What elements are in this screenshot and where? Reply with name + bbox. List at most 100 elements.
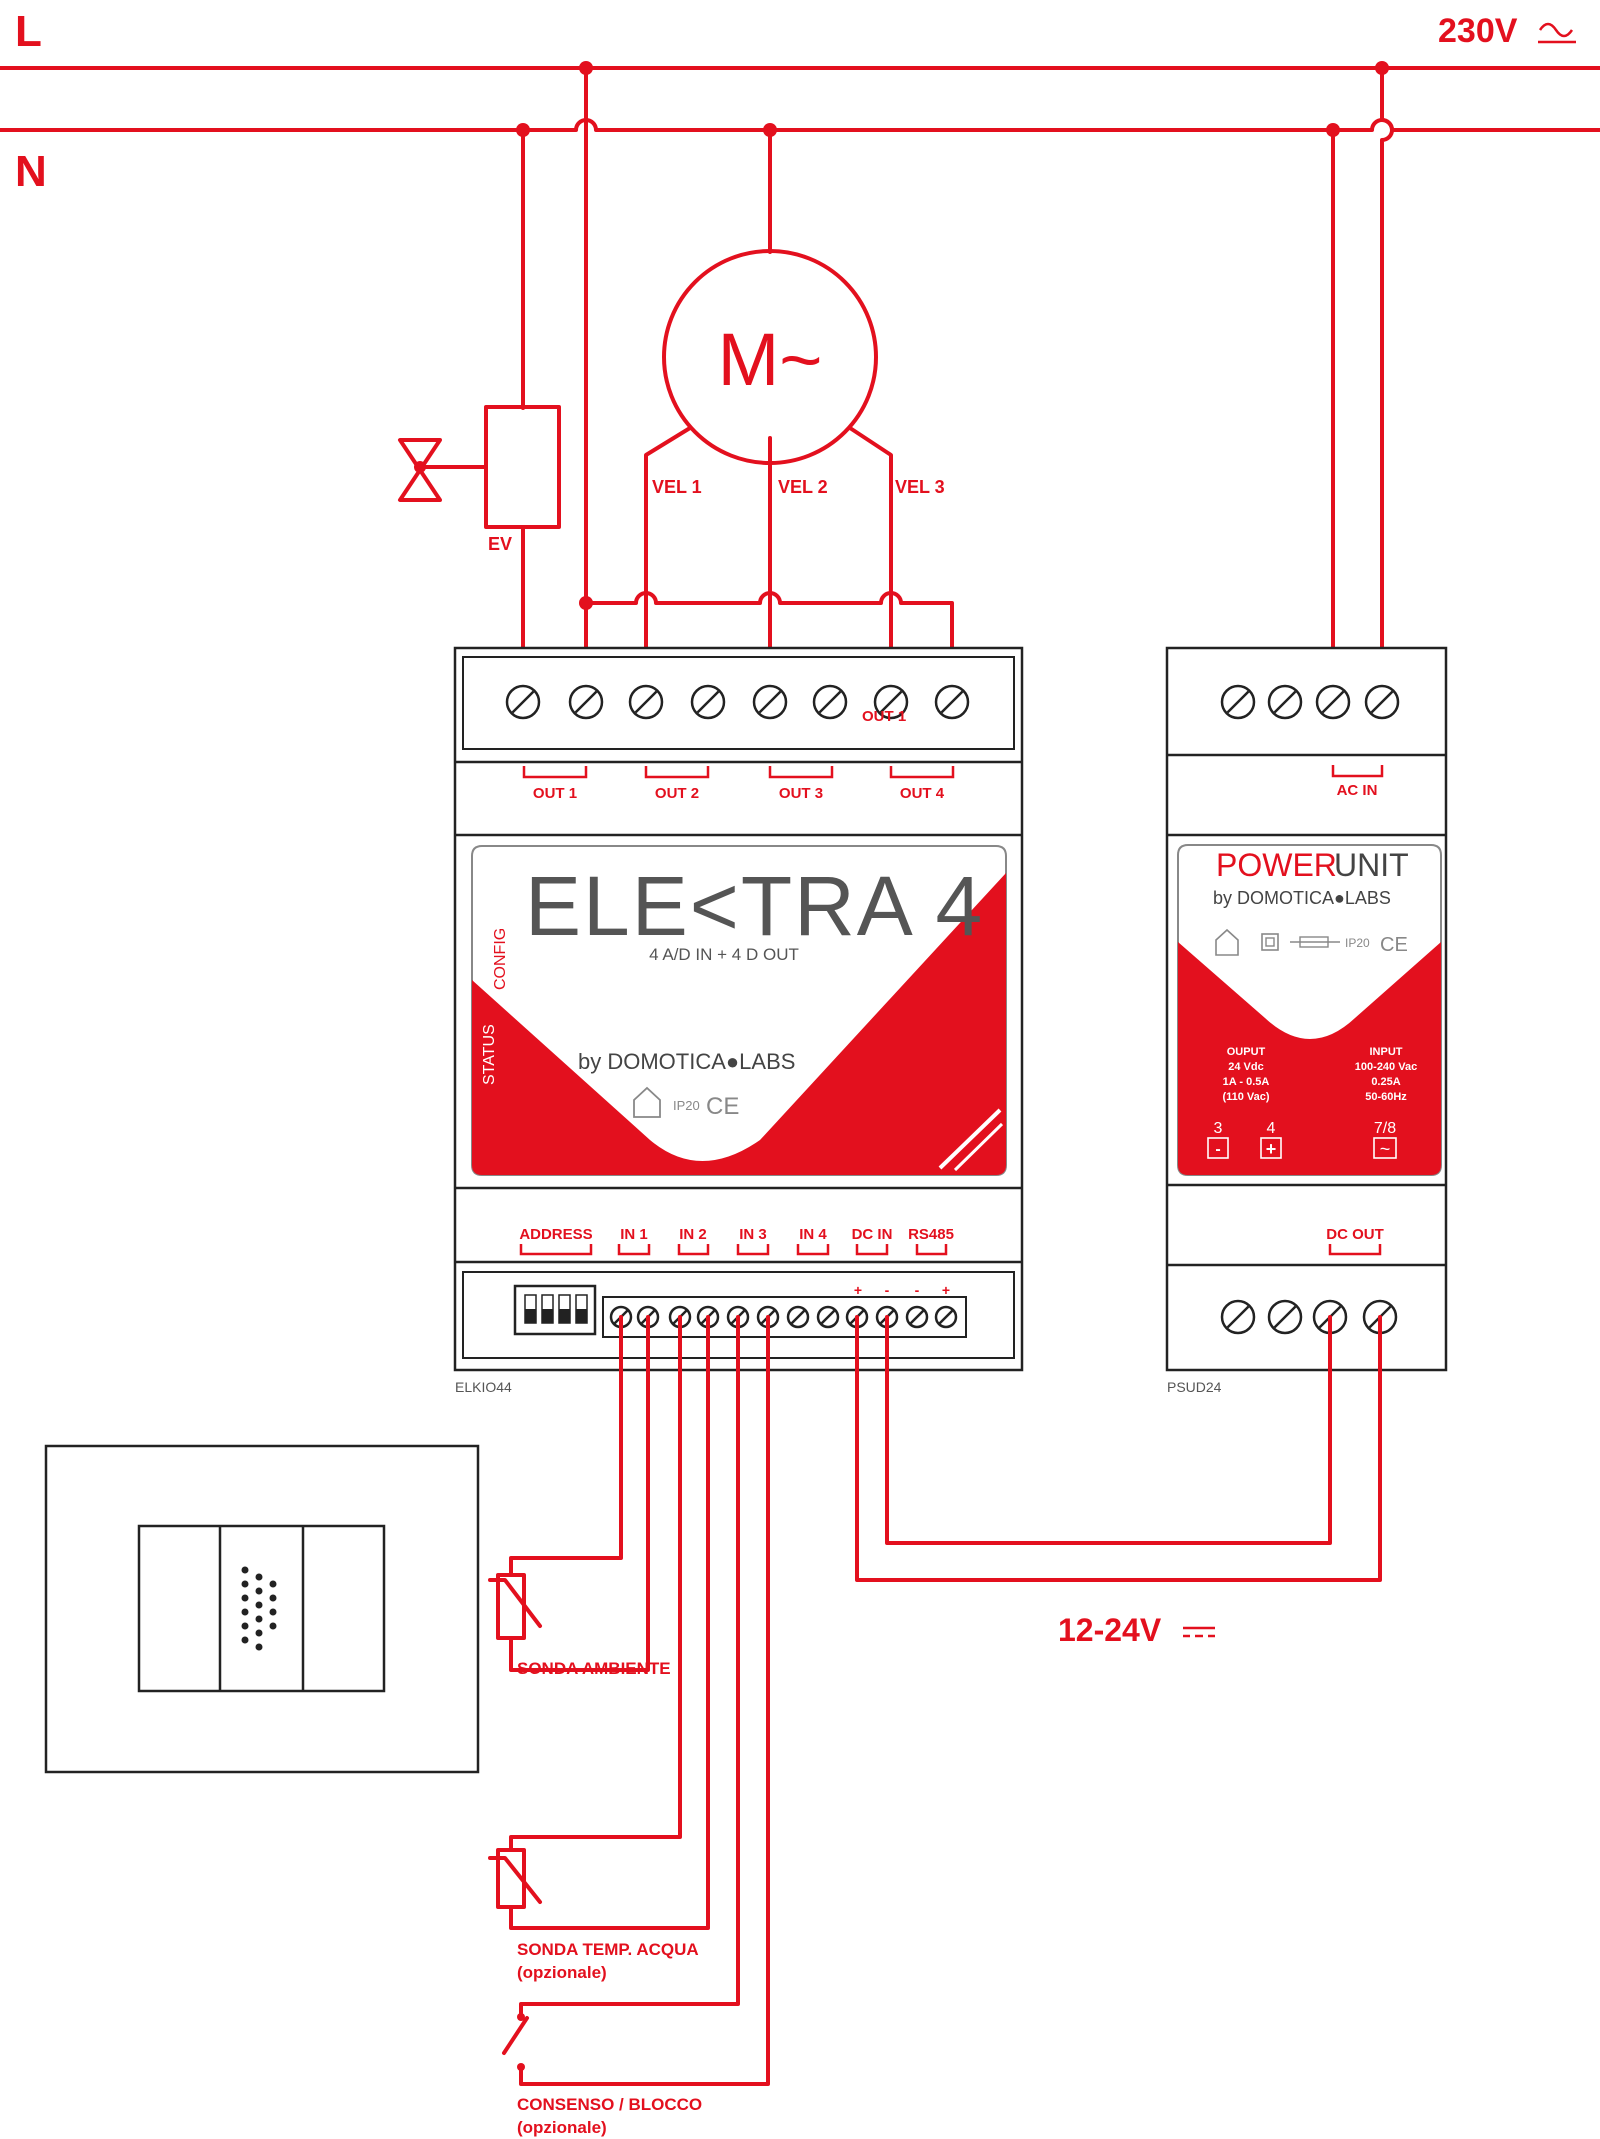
psu-brand: by DOMOTICA●LABS <box>1213 888 1391 908</box>
grill-dot <box>241 1580 249 1588</box>
psu-plus-box <box>1260 1137 1282 1159</box>
elektra-config-label: CONFIG <box>492 928 509 990</box>
sensor-grill-icon <box>241 1566 277 1651</box>
psu-model: PSUD24 <box>1167 1379 1222 1395</box>
elektra-top-terminals <box>505 684 970 720</box>
psu-minus-symbol: - <box>1215 1141 1220 1158</box>
house-icon <box>633 1086 661 1118</box>
wall-plate-module <box>137 1524 386 1693</box>
room-probe-body <box>496 1573 526 1640</box>
water-probe-label: SONDA TEMP. ACQUA <box>517 1940 699 1959</box>
room-probe-arrow <box>488 1578 542 1628</box>
valve-coil <box>484 405 561 529</box>
psu-panel-red <box>1178 942 1441 1175</box>
enable-switch-note: (opzionale) <box>517 2118 607 2137</box>
input-group-in2: IN 2 <box>679 1226 707 1243</box>
water-probe-arrow <box>488 1856 542 1904</box>
input-group-rs485: RS485 <box>908 1226 954 1243</box>
psu-ac-box <box>1373 1137 1397 1159</box>
input-group-in4: IN 4 <box>799 1226 827 1243</box>
elektra-top-terminal-4 <box>690 684 726 720</box>
elektra-ip-rating: IP20 <box>673 1098 700 1113</box>
enable-contact-switch-icon <box>502 2016 529 2055</box>
polarity-mark-1: + <box>854 1282 862 1298</box>
psu-terminal-number-78: 7/8 <box>1374 1120 1396 1137</box>
water-probe-note: (opzionale) <box>517 1963 607 1982</box>
grill-dot <box>241 1566 249 1574</box>
psu-output-spec-2: 24 Vdc <box>1228 1061 1263 1073</box>
elektra-model: ELKIO44 <box>455 1379 512 1395</box>
solenoid-valve: EV <box>398 405 561 554</box>
psu-top-terminal-2 <box>1267 684 1303 720</box>
elektra-bottom-terminal-strip <box>602 1296 967 1338</box>
polarity-mark-2: - <box>885 1282 890 1298</box>
psu-input-spec-4: 50-60Hz <box>1365 1091 1407 1103</box>
grill-dot <box>269 1608 277 1616</box>
low-voltage-wiring <box>509 1315 1382 2086</box>
input-group-in1: IN 1 <box>620 1226 648 1243</box>
water-probe-body <box>496 1848 526 1909</box>
psu-minus-box <box>1207 1137 1229 1159</box>
wall-sensor-plate <box>44 1444 480 1774</box>
psu-bottom-terminal-1 <box>1220 1299 1256 1335</box>
grill-dot <box>241 1636 249 1644</box>
input-group-in3: IN 3 <box>739 1226 767 1243</box>
psu-input-spec-3: 0.25A <box>1371 1076 1400 1088</box>
elektra-top-terminal-3 <box>628 684 664 720</box>
input-group-address: ADDRESS <box>519 1226 592 1243</box>
psu-output-spec: OUPUT 24 Vdc 1A - 0.5A (110 Vac) <box>1222 1046 1269 1103</box>
neutral-line <box>0 118 1600 132</box>
psu-plus-symbol: + <box>1266 1139 1277 1159</box>
psu-input-spec-1: INPUT <box>1370 1046 1403 1058</box>
live-label: L <box>15 7 42 56</box>
motor: M~ VEL 1 VEL 2 VEL 3 <box>652 249 945 497</box>
elektra-panel-red <box>472 873 1006 1175</box>
elektra-front-panel: ELE<TRA 4 4 A/D IN + 4 D OUT CONFIG STAT… <box>471 845 1007 1176</box>
grill-dot <box>255 1601 263 1609</box>
psu-ac-in-label: AC IN <box>1337 782 1378 799</box>
elektra-top-terminal-block <box>462 656 1015 750</box>
psu-title-power: POWER <box>1216 847 1337 883</box>
enable-contact: CONSENSO / BLOCCO (opzionale) <box>502 2013 702 2137</box>
elektra-input-labels: ADDRESS IN 1 IN 2 IN 3 IN 4 DC IN RS485 <box>519 1226 954 1256</box>
elektra-top-terminal-2 <box>568 684 604 720</box>
motor-speed-3: VEL 3 <box>895 477 945 497</box>
elektra-top-terminal-7 <box>873 684 909 720</box>
psu-house-icon <box>1215 928 1239 956</box>
elektra-brand: by DOMOTICA●LABS <box>578 1049 795 1074</box>
elektra-status-label: STATUS <box>481 1024 498 1085</box>
grill-dot <box>241 1594 249 1602</box>
psu-output-spec-4: (110 Vac) <box>1222 1091 1269 1103</box>
psu-terminal-number-4: 4 <box>1267 1120 1276 1137</box>
elektra-top-terminal-5 <box>752 684 788 720</box>
elektra-overlay-label: OUT 1 <box>862 708 906 725</box>
grill-dot <box>269 1580 277 1588</box>
elektra-top-terminal-6 <box>812 684 848 720</box>
psu-output-spec-1: OUPUT <box>1227 1046 1266 1058</box>
psu-ac-symbol: ~ <box>1380 1139 1391 1159</box>
elektra-top-terminal-8 <box>934 684 970 720</box>
grill-dot <box>241 1622 249 1630</box>
grill-dot <box>255 1615 263 1623</box>
psu-ip-rating: IP20 <box>1345 936 1370 950</box>
psu-top-terminals <box>1220 684 1400 720</box>
grill-dot <box>269 1594 277 1602</box>
mains-voltage-label: 230V <box>1438 12 1518 50</box>
output-label-2: OUT 2 <box>655 785 699 802</box>
psu-output-spec-3: 1A - 0.5A <box>1223 1076 1270 1088</box>
psu-title-unit: UNIT <box>1334 847 1409 883</box>
motor-symbol: M~ <box>718 318 823 401</box>
psu-input-spec: INPUT 100-240 Vac 0.25A 50-60Hz <box>1355 1046 1417 1103</box>
elektra-bottom-terminal-11 <box>905 1305 929 1329</box>
dc-voltage-label: 12-24V <box>1058 1612 1162 1648</box>
grill-dot <box>255 1573 263 1581</box>
polarity-mark-3: - <box>915 1282 920 1298</box>
elektra-logo: ELE<TRA 4 <box>525 859 984 953</box>
supply-lines: L N 230V <box>0 7 1600 196</box>
psu-top-terminal-1 <box>1220 684 1256 720</box>
elektra-ce-mark: CE <box>706 1093 739 1120</box>
elektra-bottom-terminal-12 <box>934 1305 958 1329</box>
elektra-module: OUT 1 OUT 1 OUT 2 OUT 3 OUT 4 ELE<TRA 4 … <box>453 646 1024 1395</box>
address-dip-switch[interactable] <box>513 1284 597 1336</box>
motor-circle <box>662 249 878 465</box>
